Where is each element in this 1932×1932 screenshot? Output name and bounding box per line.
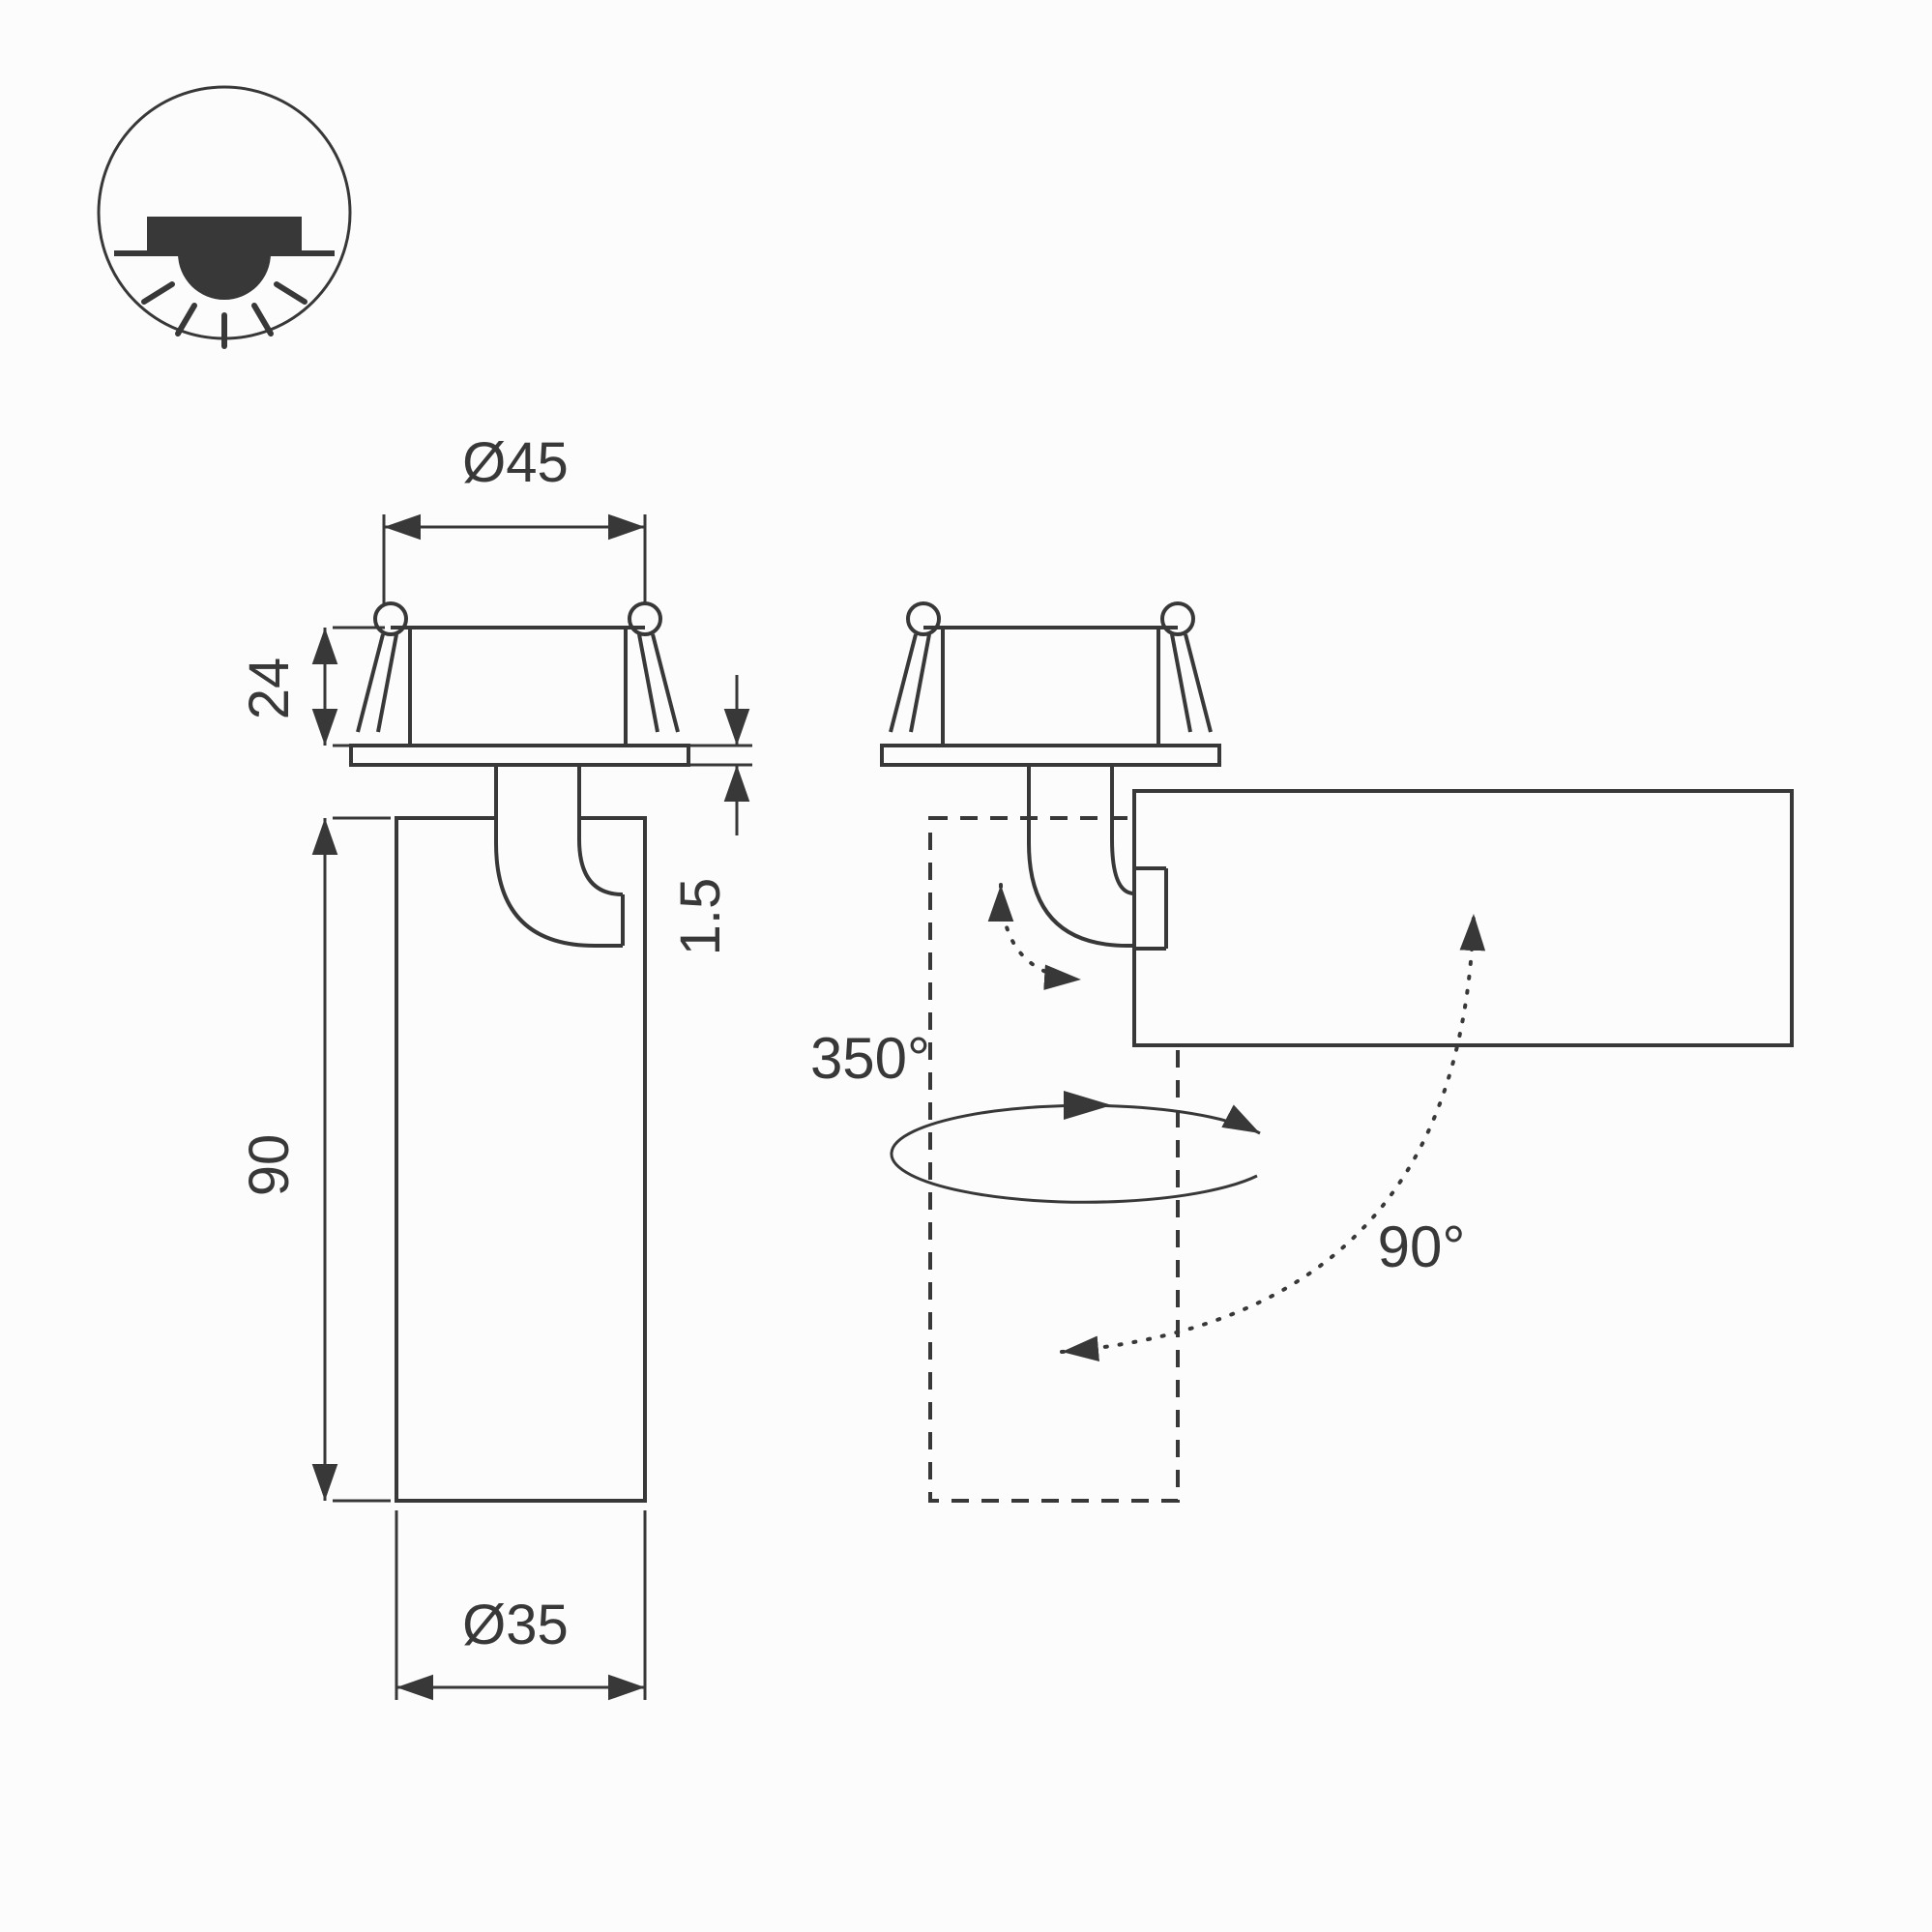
dim-label-flange-thickness: 1.5 (669, 878, 732, 956)
dim-label-recess-height: 24 (238, 658, 301, 720)
rotation-view: 350° 90° (810, 601, 1794, 1503)
tilt-arc-path (1060, 912, 1486, 1361)
mounting-type-icon (97, 85, 352, 349)
dimension-body-diameter: Ø35 (395, 1510, 647, 1701)
swivel-ellipse (890, 1103, 1261, 1204)
flange (880, 744, 1221, 767)
pivot-elbow-front (494, 765, 625, 948)
spring-clip-arms (889, 633, 1213, 733)
dim-label-body-height: 90 (238, 1134, 301, 1197)
dimension-body-height: 90 (238, 816, 391, 1503)
dimension-top-diameter: Ø45 (382, 431, 647, 605)
elbow-tilt-hint-arc (987, 883, 1083, 990)
swivel-direction-arrow (1064, 1091, 1112, 1120)
elbow-inner (577, 765, 624, 896)
tilt-arc: 90° (1060, 912, 1486, 1361)
swivel-arc: 350° (810, 1026, 1261, 1204)
body-front (395, 816, 647, 1503)
dimension-recess-height: 24 (238, 626, 385, 747)
icon-housing (147, 217, 302, 253)
elbow-inner (1110, 765, 1135, 895)
fixture-rotation (880, 601, 1221, 767)
dimension-flange-thickness: 1.5 (669, 675, 752, 955)
icon-circle (97, 85, 352, 340)
spring-clip-right-icon (628, 601, 662, 636)
front-view: Ø45 24 1.5 90 Ø35 (238, 431, 752, 1701)
icon-lamp-dome (178, 253, 271, 300)
spring-clip-left-icon (906, 601, 941, 636)
icon-light-rays (141, 281, 307, 349)
spring-clip-right-icon (1160, 601, 1195, 636)
spring-clip-arms (356, 633, 680, 733)
elbow-outer (494, 765, 623, 948)
tilt-angle-label: 90° (1378, 1215, 1466, 1279)
spring-clip-left-icon (373, 601, 408, 636)
swivel-angle-label: 350° (810, 1026, 930, 1091)
ghost-body-outline (928, 816, 1180, 1503)
flange (349, 744, 690, 767)
elbow-outer (1027, 765, 1134, 948)
pivot-elbow-rotation (1027, 765, 1135, 948)
fixture-front (349, 601, 690, 767)
dim-label-top-diameter: Ø45 (462, 431, 569, 494)
dim-label-body-diameter: Ø35 (462, 1594, 569, 1656)
